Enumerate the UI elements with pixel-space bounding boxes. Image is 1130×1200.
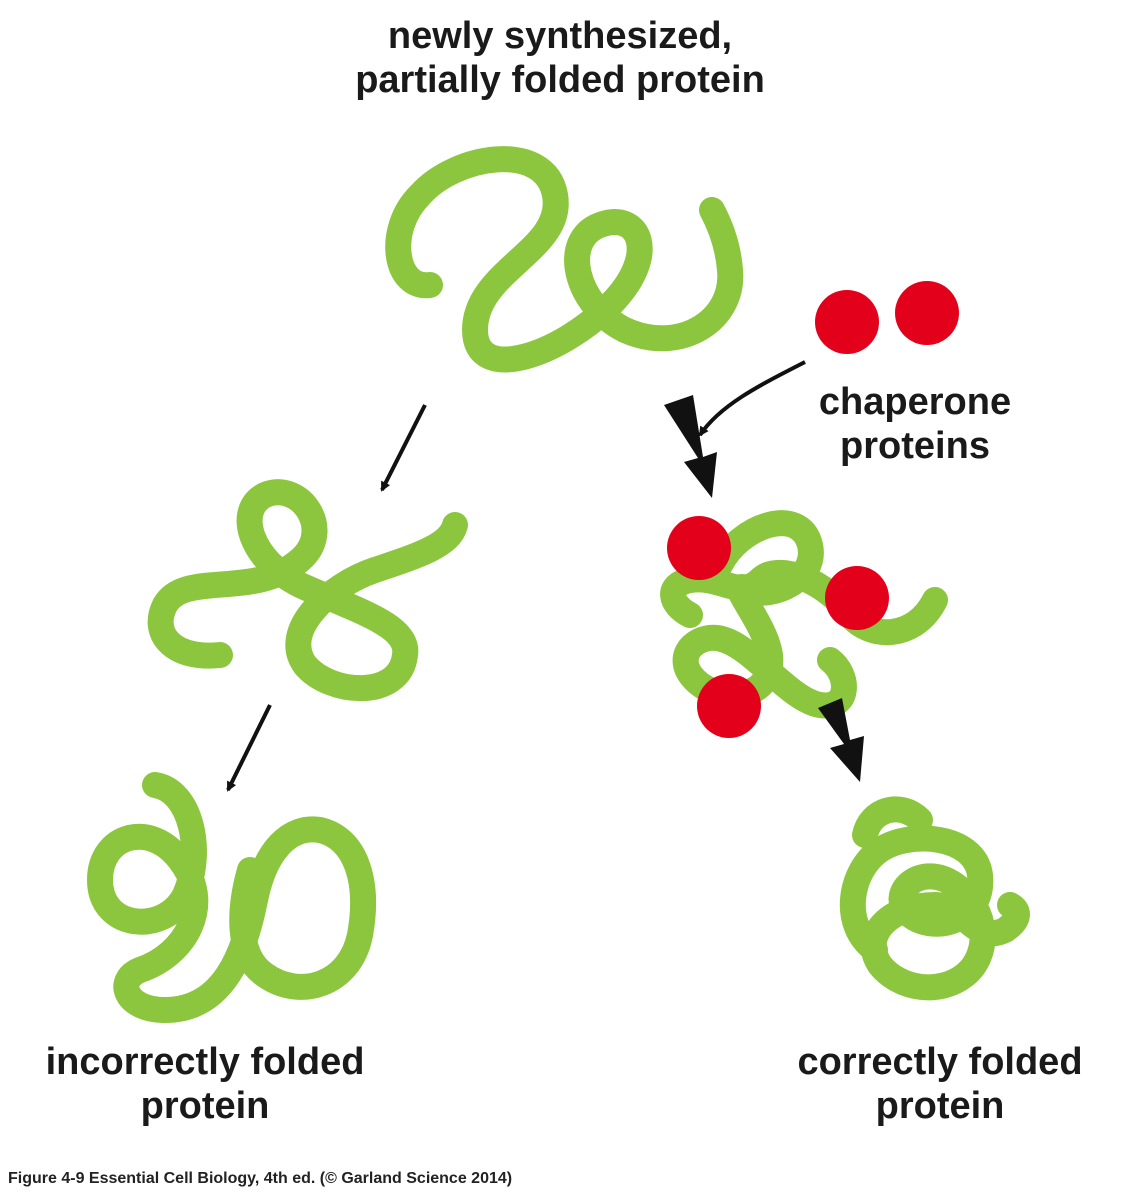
assisted-folding-arrow — [818, 698, 864, 782]
label-line: chaperone — [818, 381, 1012, 423]
label-line: incorrectly folded — [45, 1041, 365, 1083]
free-chaperones — [815, 281, 959, 354]
chaperone-protein — [667, 516, 731, 580]
label-line: newly synthesized, — [387, 15, 733, 57]
label-line: protein — [875, 1085, 1005, 1127]
label-line: protein — [140, 1085, 270, 1127]
misfolding-intermediate-protein — [147, 479, 468, 702]
incorrectly-folded-protein — [87, 772, 376, 1023]
chaperone-protein — [825, 566, 889, 630]
figure-caption: Figure 4-9 Essential Cell Biology, 4th e… — [8, 1170, 513, 1187]
partially-folded-protein-label: newly synthesized, partially folded prot… — [280, 14, 840, 102]
assisted-folding-arrow — [664, 395, 717, 498]
chaperone-group — [667, 516, 889, 738]
partially-folded-protein — [385, 146, 744, 373]
correctly-folded-protein — [839, 796, 1030, 1001]
misfolding-arrow — [226, 704, 272, 792]
chaperone-protein — [895, 281, 959, 345]
incorrectly-folded-protein-label: incorrectly folded protein — [5, 1040, 405, 1128]
correctly-folded-protein-label: correctly folded protein — [760, 1040, 1120, 1128]
chaperone-binding-arrow — [698, 360, 806, 437]
misfolding-arrow — [380, 404, 427, 492]
label-line: correctly folded — [797, 1041, 1083, 1083]
label-line: proteins — [840, 425, 990, 467]
chaperone-proteins-label: chaperone proteins — [790, 380, 1040, 468]
label-line: partially folded protein — [355, 59, 765, 101]
chaperone-protein — [697, 674, 761, 738]
chaperone-protein — [815, 290, 879, 354]
